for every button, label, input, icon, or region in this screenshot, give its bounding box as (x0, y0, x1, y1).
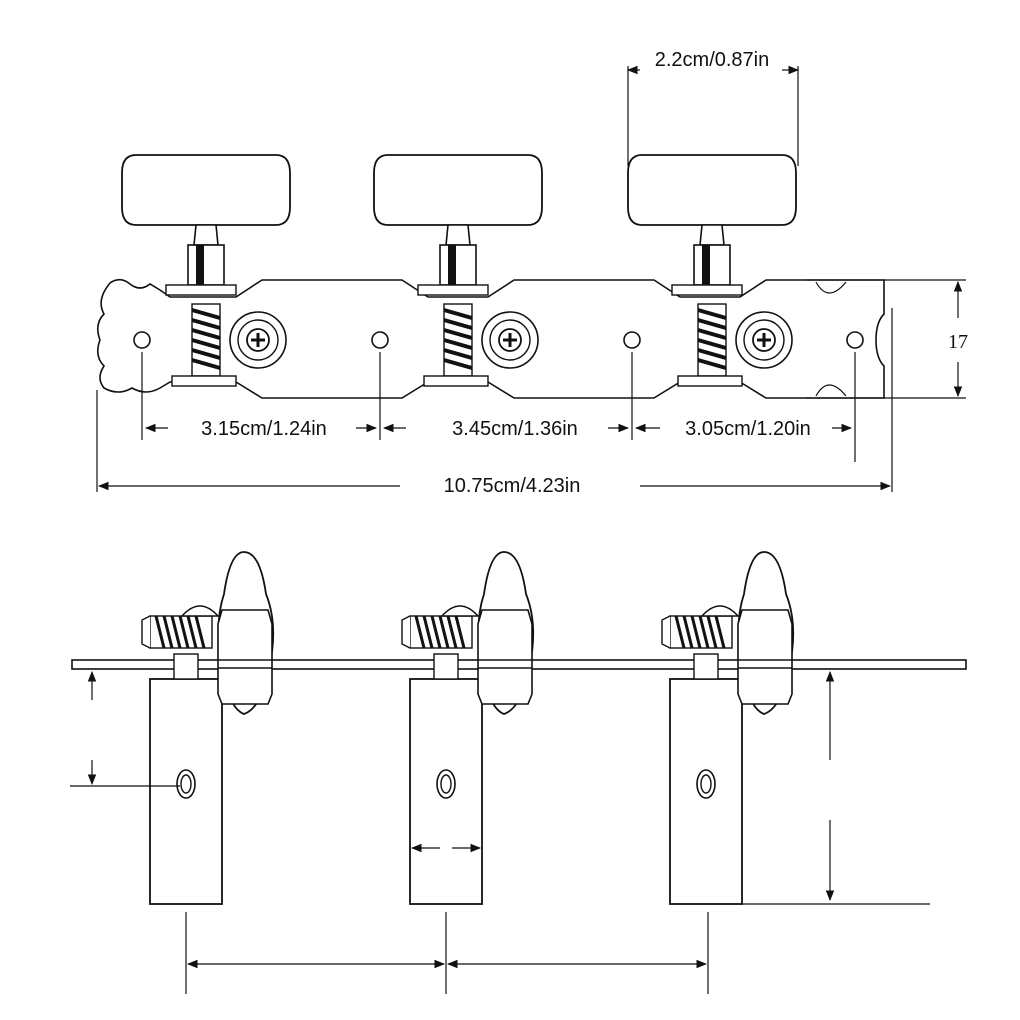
top-view: 2.2cm/0.87in 17 3.15cm/1.24in 3.45cm/1.3… (96, 49, 968, 497)
side-tuner-unit (140, 550, 275, 906)
tuner-unit (373, 154, 543, 387)
mount-hole (371, 331, 389, 349)
mount-hole (133, 331, 151, 349)
plate-height-label: 17 (948, 331, 968, 353)
side-tuner-unit (400, 550, 535, 906)
total-length-label: 10.75cm/4.23in (444, 475, 581, 497)
mount-hole (846, 331, 864, 349)
tuner-unit (627, 154, 797, 387)
side-view (70, 550, 967, 994)
tuner-unit (121, 154, 291, 387)
knob-width-label: 2.2cm/0.87in (655, 49, 770, 71)
side-tuner-unit (660, 550, 795, 906)
spacing-1-label: 3.15cm/1.24in (201, 418, 327, 440)
mount-hole (623, 331, 641, 349)
spacing-2-label: 3.45cm/1.36in (452, 418, 578, 440)
spacing-3-label: 3.05cm/1.20in (685, 418, 811, 440)
tuner-plate (96, 278, 885, 399)
